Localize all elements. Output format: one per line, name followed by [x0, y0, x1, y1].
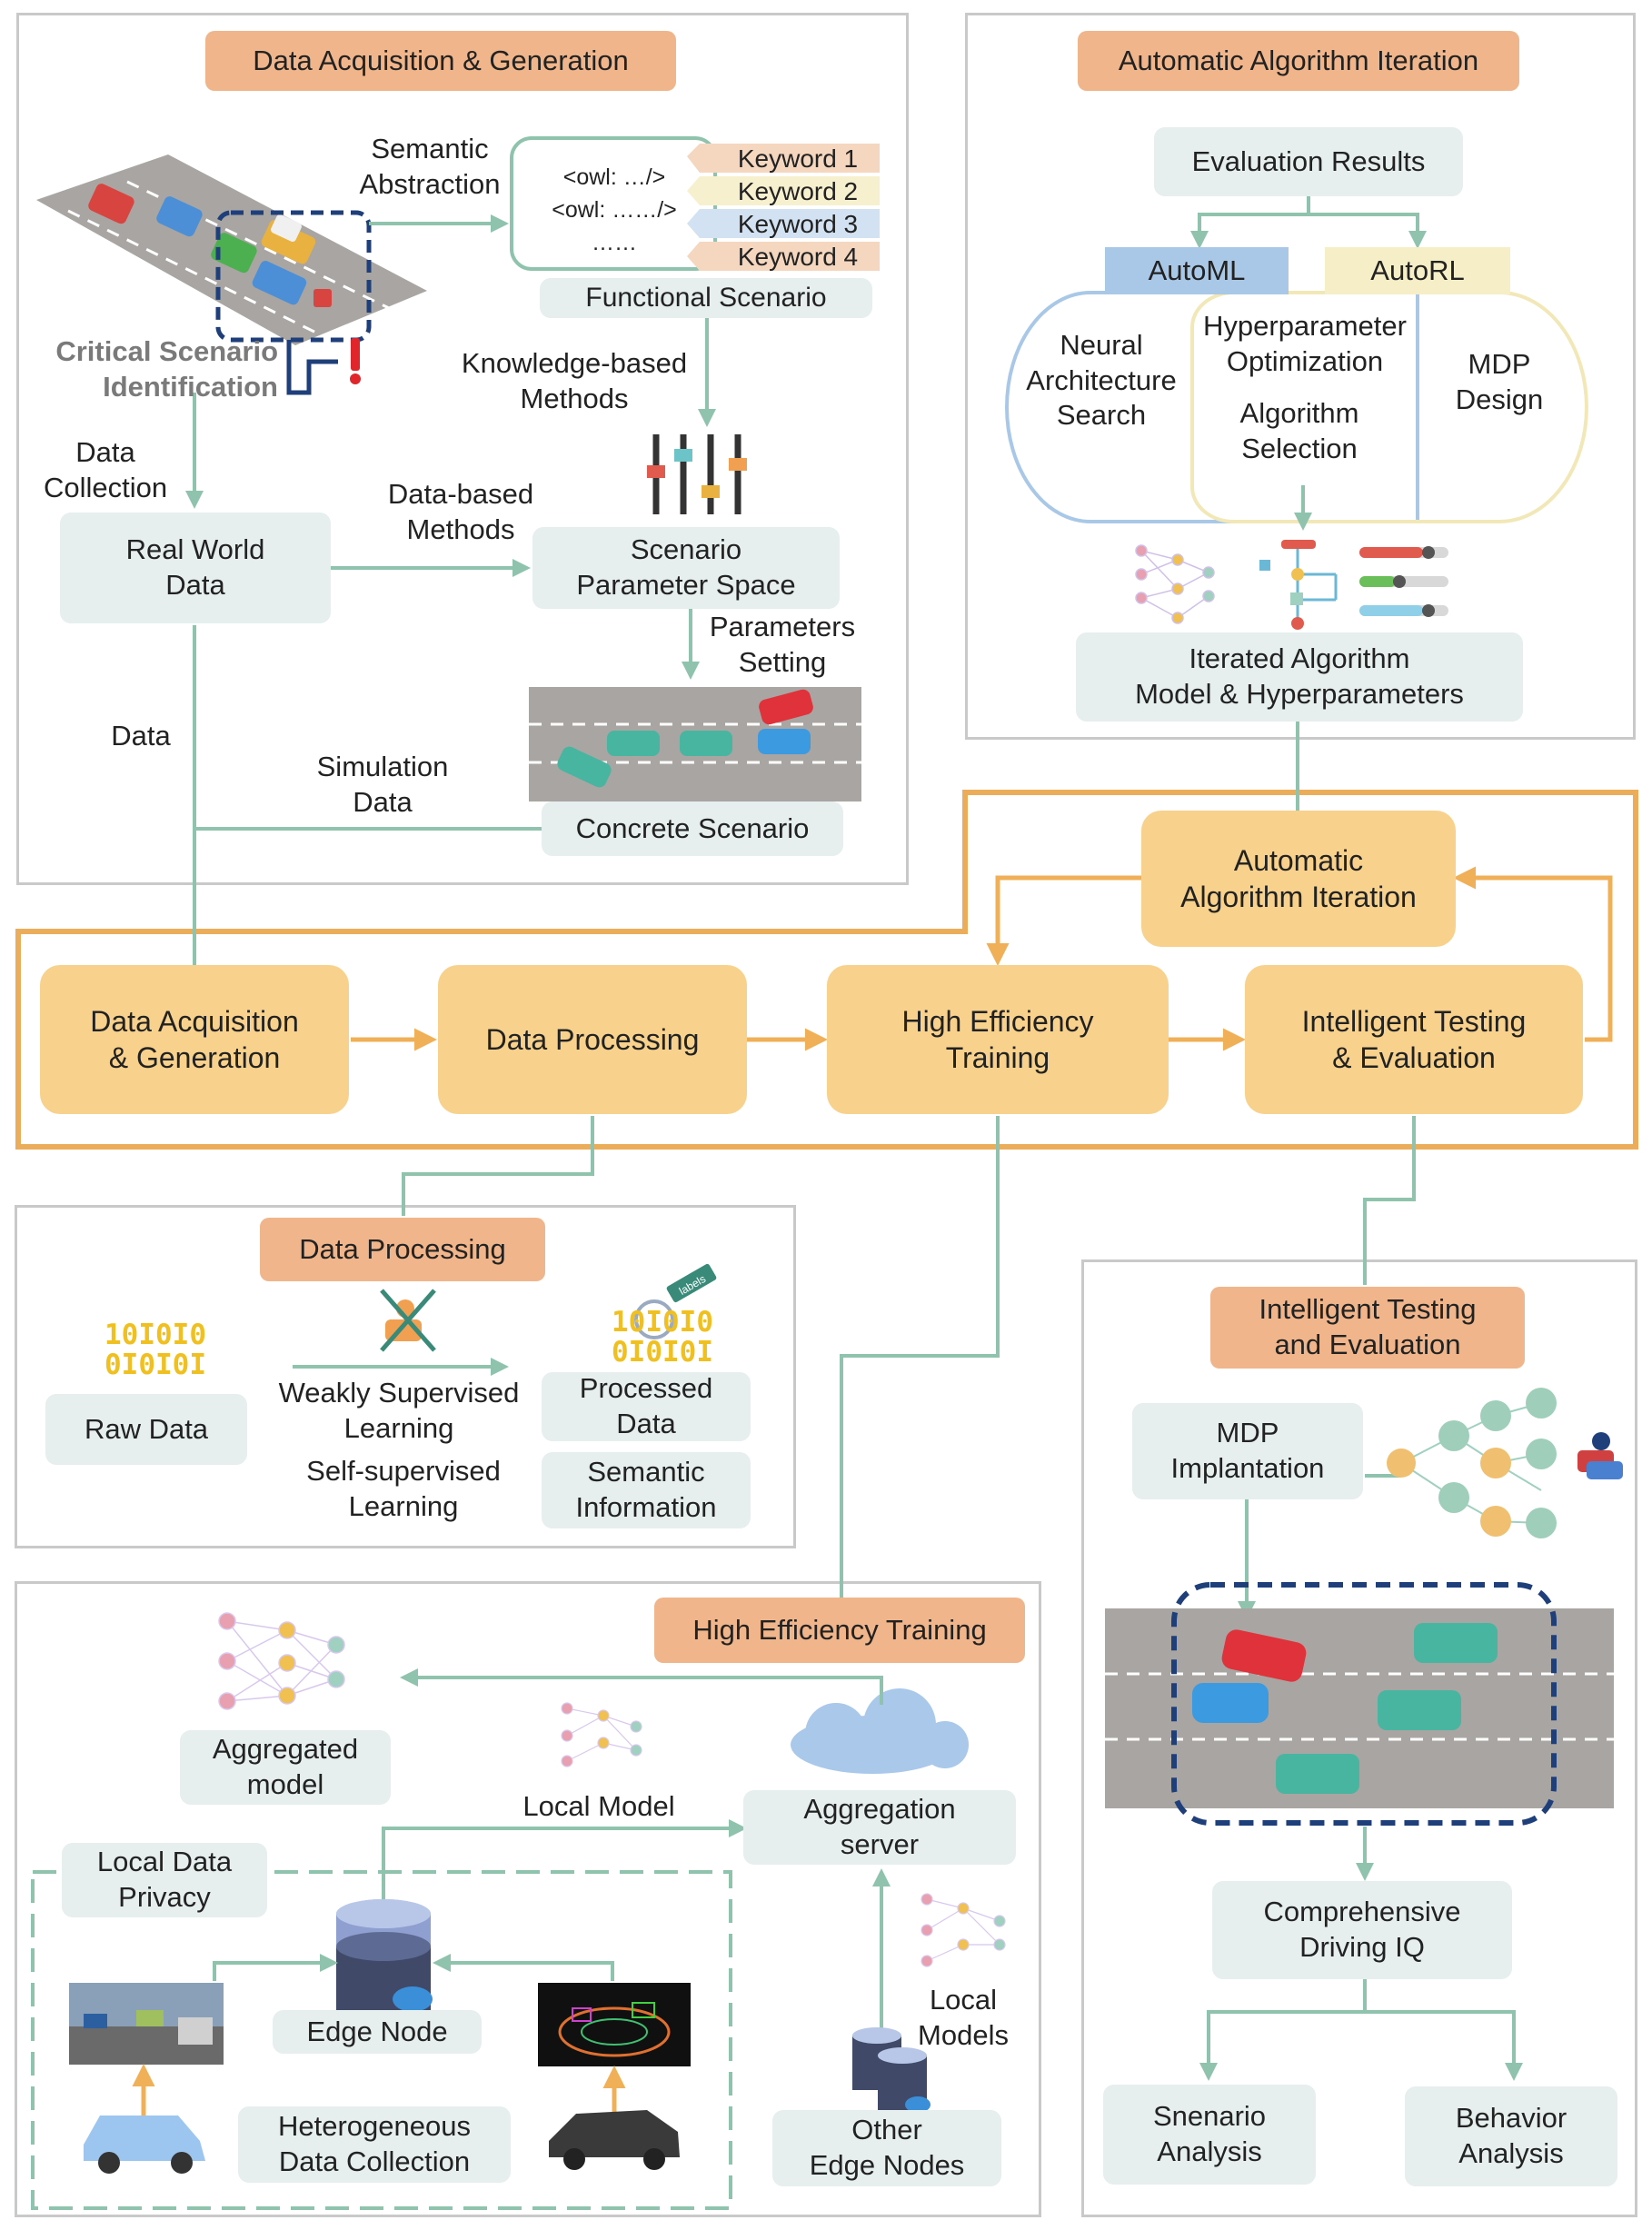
magnifier-labels-icon [634, 1263, 717, 1339]
hpo-label: Hyperparameter Optimization [1203, 310, 1407, 377]
knowledge-methods-label: Knowledge-based Methods [461, 347, 688, 414]
suv-icon [549, 2110, 680, 2170]
edge-node-box: Edge Node [273, 2010, 482, 2054]
no-human-icon [380, 1289, 436, 1352]
data-based-methods-label: Data-based Methods [387, 478, 534, 545]
weakly-supervised-label: Weakly Supervised Learning [278, 1377, 520, 1444]
local-model-label: Local Model [522, 1789, 675, 1822]
concrete-road-image [529, 687, 861, 801]
critical-dashed-box [215, 210, 372, 343]
semantic-abstraction-label: Semantic Abstraction [359, 133, 501, 200]
keyword-2: Keyword 2 [737, 176, 859, 205]
aggregated-model-icon [218, 1612, 345, 1710]
aggregation-server-box: Aggregation server [743, 1790, 1016, 1865]
mdp-tree-icon [1387, 1388, 1557, 1538]
driving-iq-box: Comprehensive Driving IQ [1212, 1881, 1512, 1979]
functional-scenario-box: Functional Scenario [540, 278, 872, 318]
mdp-design-label: MDP Design [1455, 348, 1544, 415]
self-supervised-label: Self-supervised Learning [306, 1455, 501, 1522]
privacy-dashed-box [31, 1870, 732, 2210]
database-icon [336, 1899, 433, 2025]
neural-net-icon [1135, 544, 1215, 624]
flow-high-efficiency-training[interactable]: High Efficiency Training [827, 965, 1169, 1114]
simulation-data-label: Simulation Data [316, 751, 449, 818]
hetero-data-collection-box: Heterogeneous Data Collection [238, 2106, 511, 2183]
params-setting-label: Parameters Setting [709, 611, 856, 678]
keyword-3: Keyword 3 [737, 209, 859, 238]
local-models-icon [921, 1893, 1006, 1967]
automl-capsule [1005, 291, 1419, 523]
flow-data-acquisition[interactable]: Data Acquisition & Generation [40, 965, 349, 1114]
owl-line-3: …… [592, 230, 637, 256]
raw-data-box: Raw Data [45, 1394, 247, 1465]
real-world-data-box: Real World Data [60, 513, 331, 623]
test-dashed-box [1171, 1582, 1557, 1826]
keyword-4: Keyword 4 [737, 242, 859, 271]
local-data-privacy-box: Local Data Privacy [62, 1843, 267, 1917]
automl-tag: AutoML [1105, 247, 1289, 294]
flowchart-icon [1259, 540, 1338, 630]
keyword-1: Keyword 1 [737, 144, 859, 173]
owl-line-1: <owl: …/> [562, 164, 666, 191]
param-space-box: Scenario Parameter Space [532, 527, 840, 609]
lidar-image [538, 1983, 691, 2066]
flow-intelligent-testing[interactable]: Intelligent Testing & Evaluation [1245, 965, 1583, 1114]
data-collection-label: Data Collection [43, 436, 168, 503]
other-edge-nodes-box: Other Edge Nodes [772, 2110, 1001, 2186]
process-frame [15, 790, 1638, 1150]
sliders-icon [647, 434, 747, 514]
behavior-analysis-box[interactable]: Behavior Analysis [1405, 2086, 1617, 2186]
mdp-implantation-box: MDP Implantation [1132, 1403, 1363, 1499]
algo-selection-label: Algorithm Selection [1239, 397, 1359, 464]
test-road-image [1105, 1608, 1614, 1808]
crash-car-icon [1577, 1432, 1623, 1479]
scenario-analysis-box[interactable]: Snenario Analysis [1103, 2085, 1316, 2185]
warning-icon [350, 338, 361, 384]
blue-car-icon [84, 2116, 205, 2174]
other-edge-db-icon [852, 2027, 930, 2113]
camera-image [69, 1983, 224, 2065]
processed-data-box: Processed Data [542, 1372, 751, 1441]
flow-data-processing[interactable]: Data Processing [438, 965, 747, 1114]
autorl-tag: AutoRL [1325, 247, 1510, 294]
semantic-info-box: Semantic Information [542, 1452, 751, 1528]
acq-header: Data Acquisition & Generation [205, 31, 676, 91]
local-model-icon [561, 1702, 642, 1767]
aerial-road-image [36, 154, 427, 345]
data-label: Data [111, 719, 171, 752]
iter-header: Automatic Algorithm Iteration [1078, 31, 1519, 91]
raw-binary-icon: 10I0I0 0I0I0I [104, 1319, 206, 1381]
cloud-icon [791, 1688, 969, 1774]
processed-binary-icon: 10I0I0 0I0I0I [612, 1306, 713, 1369]
local-models-label: Local Models [918, 1984, 1009, 2051]
flow-automatic-iteration[interactable]: Automatic Algorithm Iteration [1141, 811, 1456, 947]
proc-header: Data Processing [260, 1218, 545, 1281]
hyperparameter-sliders-icon [1359, 546, 1448, 617]
evaluation-results-box: Evaluation Results [1154, 127, 1463, 196]
test-header: Intelligent Testing and Evaluation [1210, 1287, 1525, 1369]
concrete-scenario-box: Concrete Scenario [542, 801, 843, 856]
aggregated-model-box: Aggregated model [180, 1730, 391, 1805]
owl-line-2: <owl: ……/> [552, 197, 677, 224]
critical-scenario-label: Critical Scenario Identification [55, 335, 278, 403]
iterated-algorithm-box: Iterated Algorithm Model & Hyperparamete… [1076, 632, 1523, 722]
nas-label: Neural Architecture Search [1026, 328, 1177, 432]
train-header: High Efficiency Training [654, 1598, 1025, 1663]
